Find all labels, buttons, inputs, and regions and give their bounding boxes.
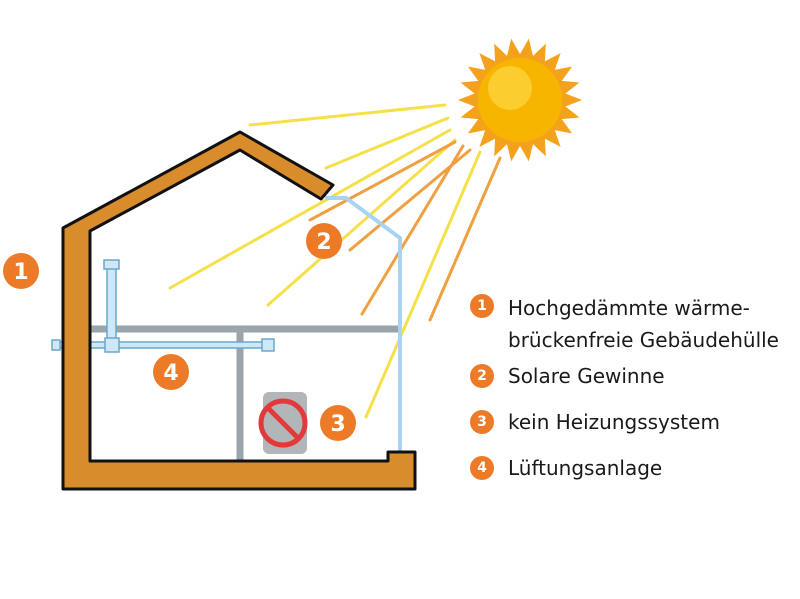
marker-label: 4 xyxy=(163,361,178,386)
sun-ray xyxy=(360,144,465,316)
sun-rays xyxy=(168,103,502,419)
marker-4: 4 xyxy=(153,354,189,390)
legend-number: 2 xyxy=(470,364,494,388)
legend-number: 4 xyxy=(470,456,494,480)
sun-ray xyxy=(428,156,502,322)
legend-item-1: 1 Hochgedämmte wärme- brückenfreie Gebäu… xyxy=(470,292,800,354)
marker-label: 2 xyxy=(316,230,331,255)
legend-text-line1: Hochgedämmte wärme- xyxy=(508,296,750,320)
marker-2: 2 xyxy=(306,223,342,259)
sun-ray xyxy=(348,148,472,252)
ventilation-ducts xyxy=(90,325,398,460)
legend-number: 1 xyxy=(470,294,494,318)
no-heating-icon xyxy=(258,392,308,454)
sun-ray xyxy=(308,140,457,222)
marker-1: 1 xyxy=(3,253,39,289)
sun-ray xyxy=(324,116,450,170)
legend: 1 Hochgedämmte wärme- brückenfreie Gebäu… xyxy=(470,292,800,500)
legend-text: Lüftungsanlage xyxy=(508,456,663,480)
marker-label: 1 xyxy=(13,260,28,285)
sun-icon xyxy=(458,38,582,162)
sun-ray xyxy=(248,103,447,127)
sun-ray xyxy=(266,138,457,307)
legend-item-4: 4 Lüftungsanlage xyxy=(470,454,800,482)
legend-text: Hochgedämmte wärme- brückenfreie Gebäude… xyxy=(508,292,779,356)
marker-3: 3 xyxy=(320,405,356,441)
sun-ray xyxy=(364,150,482,419)
legend-item-2: 2 Solare Gewinne xyxy=(470,362,800,390)
glass-facade xyxy=(325,196,402,453)
ventilation-pipe xyxy=(51,259,275,353)
legend-text: Solare Gewinne xyxy=(508,364,665,388)
house-envelope xyxy=(61,130,417,491)
marker-label: 3 xyxy=(330,412,345,437)
legend-text: kein Heizungssystem xyxy=(508,410,720,434)
legend-text-line2: brückenfreie Gebäudehülle xyxy=(508,328,779,352)
legend-number: 3 xyxy=(470,410,494,434)
legend-item-3: 3 kein Heizungssystem xyxy=(470,408,800,436)
sun-ray xyxy=(168,128,452,290)
